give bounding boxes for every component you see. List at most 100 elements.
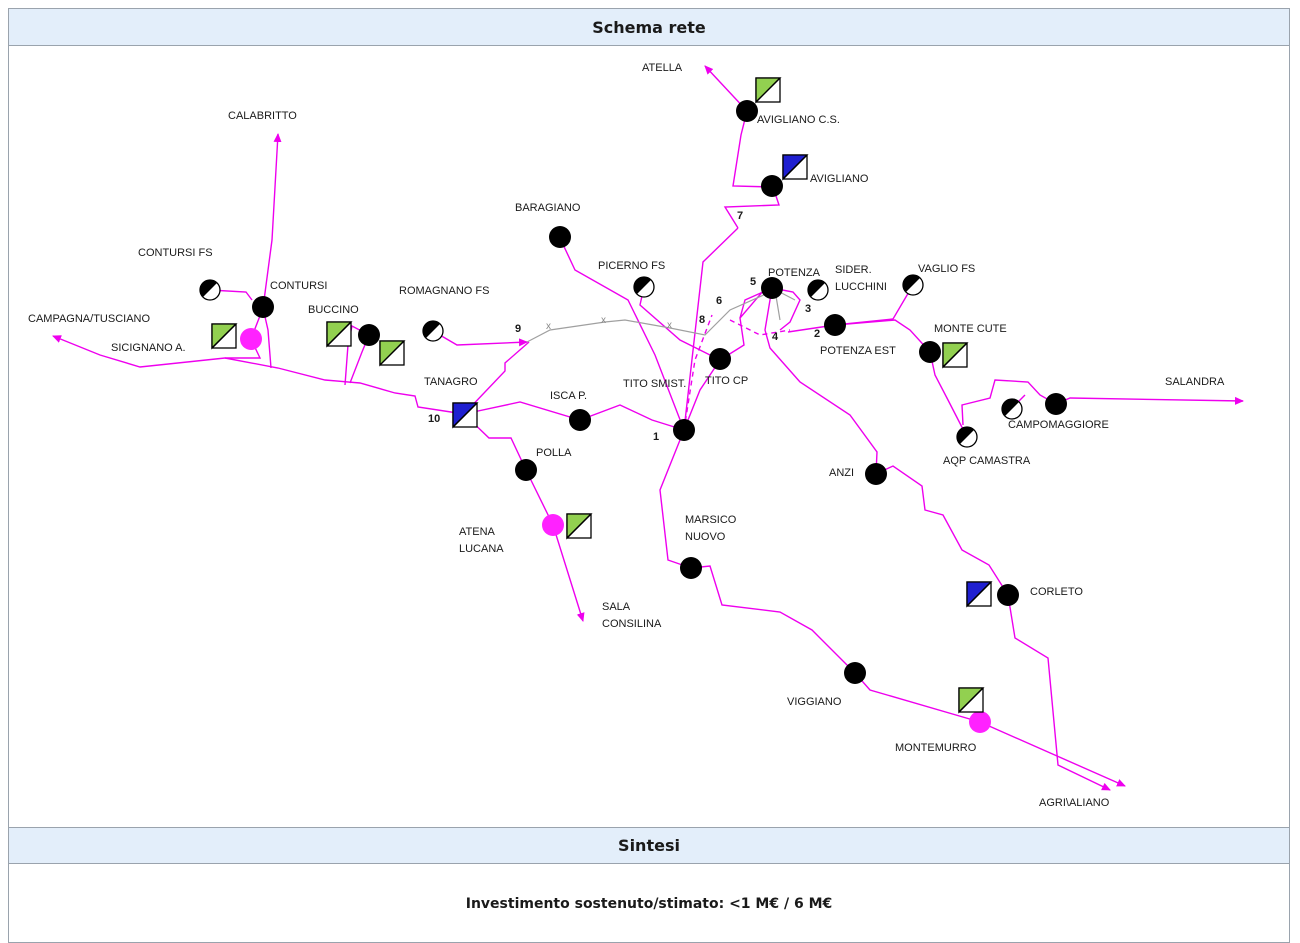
label-picerno-fs: PICERNO FS	[598, 260, 665, 272]
node-vaglio-fs	[902, 274, 924, 296]
label-tito-cp: TITO CP	[705, 375, 748, 387]
line-7-tito	[683, 227, 739, 431]
label-avigliano: AVIGLIANO	[810, 173, 869, 185]
green-square-sicignano	[211, 323, 238, 350]
label-contursi: CONTURSI	[270, 280, 327, 292]
node-contursi-fs	[199, 279, 221, 301]
line-tanagro-9	[463, 341, 530, 415]
node-potenza-est	[824, 314, 846, 336]
line-avigliano-cs-avigliano	[732, 110, 774, 188]
green-square-atena	[566, 513, 593, 540]
label-atena: ATENA	[459, 526, 496, 538]
label-sider: SIDER.	[835, 264, 872, 276]
label-salandra: SALANDRA	[1165, 376, 1225, 388]
label-sicignano: SICIGNANO A.	[111, 342, 186, 354]
label-polla: POLLA	[536, 447, 572, 459]
line-tito-titocp	[683, 359, 721, 431]
line-tito-marsico	[659, 429, 692, 569]
line-anzi-corleto	[875, 465, 1009, 596]
line-picerno-tito	[639, 286, 721, 361]
node-avigliano	[761, 175, 783, 197]
label-montemurro: MONTEMURRO	[895, 742, 977, 754]
line-potenza-anzi	[764, 287, 878, 475]
node-potenza	[761, 277, 783, 299]
svg-text:x: x	[546, 321, 551, 332]
label-anzi: ANZI	[829, 467, 854, 479]
junction-numbers: 1 2 3 4 5 6 7 8 9 10	[428, 210, 820, 443]
number-7: 7	[737, 210, 743, 222]
label-romagnano-fs: ROMAGNANO FS	[399, 285, 489, 297]
number-6: 6	[716, 295, 722, 307]
node-tito-cp	[709, 348, 731, 370]
green-square-avigliano-cs	[755, 77, 782, 104]
line-baragiano-tito	[559, 237, 685, 431]
node-montemurro	[969, 711, 991, 733]
label-buccino: BUCCINO	[308, 304, 359, 316]
label-potenza-est: POTENZA EST	[820, 345, 896, 357]
line-calabritto	[262, 133, 282, 309]
number-4: 4	[772, 331, 779, 343]
line-polla-atena	[525, 469, 585, 622]
label-marsico: MARSICO	[685, 514, 737, 526]
number-5: 5	[750, 276, 756, 288]
label-consilina: CONSILINA	[602, 618, 662, 630]
number-1: 1	[653, 431, 659, 443]
label-campomaggiore: CAMPOMAGGIORE	[1008, 419, 1109, 431]
label-calabritto: CALABRITTO	[228, 110, 297, 122]
line-sicignano-tanagro	[224, 357, 465, 415]
line-tanagro-isca	[463, 401, 685, 431]
x-markers: x x x	[546, 315, 672, 332]
node-anzi	[865, 463, 887, 485]
green-square-buccino-1	[326, 321, 353, 348]
label-contursi-fs: CONTURSI FS	[138, 247, 213, 259]
node-sicignano	[240, 328, 262, 350]
line-camastra-campomaggiore	[961, 379, 1057, 426]
line-marsico-viggiano	[690, 565, 856, 674]
label-isca: ISCA P.	[550, 390, 587, 402]
label-baragiano: BARAGIANO	[515, 202, 581, 214]
label-nuovo: NUOVO	[685, 531, 726, 543]
number-9: 9	[515, 323, 521, 335]
pink-nodes	[240, 328, 991, 733]
number-10: 10	[428, 413, 440, 425]
green-square-montemurro	[958, 687, 985, 714]
label-potenza: POTENZA	[768, 267, 821, 279]
label-agri: AGRI\ALIANO	[1039, 797, 1110, 809]
node-campomaggiore	[1045, 393, 1067, 415]
node-corleto	[997, 584, 1019, 606]
line-romagnano	[432, 330, 528, 347]
label-campagna: CAMPAGNA/TUSCIANO	[28, 313, 150, 325]
svg-text:x: x	[667, 320, 672, 331]
node-buccino	[358, 324, 380, 346]
station-squares	[211, 77, 993, 714]
half-circle-nodes	[199, 274, 1023, 448]
blue-square-corleto	[966, 581, 993, 608]
green-square-buccino-2	[379, 340, 406, 367]
line-contursi-fs	[209, 289, 253, 301]
green-square-monte-cute	[942, 342, 969, 369]
black-nodes	[252, 100, 1067, 684]
node-polla	[515, 459, 537, 481]
label-lucchini: LUCCHINI	[835, 281, 887, 293]
line-corleto-agri	[1007, 594, 1111, 791]
line-salandra	[1055, 396, 1244, 405]
node-picerno-fs	[633, 276, 655, 298]
label-monte-cute: MONTE CUTE	[934, 323, 1007, 335]
node-labels: ATELLA AVIGLIANO C.S. AVIGLIANO CALABRIT…	[28, 62, 1225, 809]
number-3: 3	[805, 303, 811, 315]
line-montecute-camastra	[929, 351, 968, 438]
label-vaglio-fs: VAGLIO FS	[918, 263, 975, 275]
node-romagnano-fs	[422, 320, 444, 342]
line-potenza-lucchini	[771, 287, 801, 331]
node-baragiano	[549, 226, 571, 248]
label-corleto: CORLETO	[1030, 586, 1083, 598]
label-tanagro: TANAGRO	[424, 376, 478, 388]
node-aqp-camastra	[956, 426, 978, 448]
label-tito-smist: TITO SMIST.	[623, 378, 686, 390]
node-monte-cute	[919, 341, 941, 363]
label-viggiano: VIGGIANO	[787, 696, 842, 708]
line-campagna	[52, 335, 262, 368]
label-lucana: LUCANA	[459, 543, 504, 555]
node-sider-lucchini	[807, 279, 829, 301]
